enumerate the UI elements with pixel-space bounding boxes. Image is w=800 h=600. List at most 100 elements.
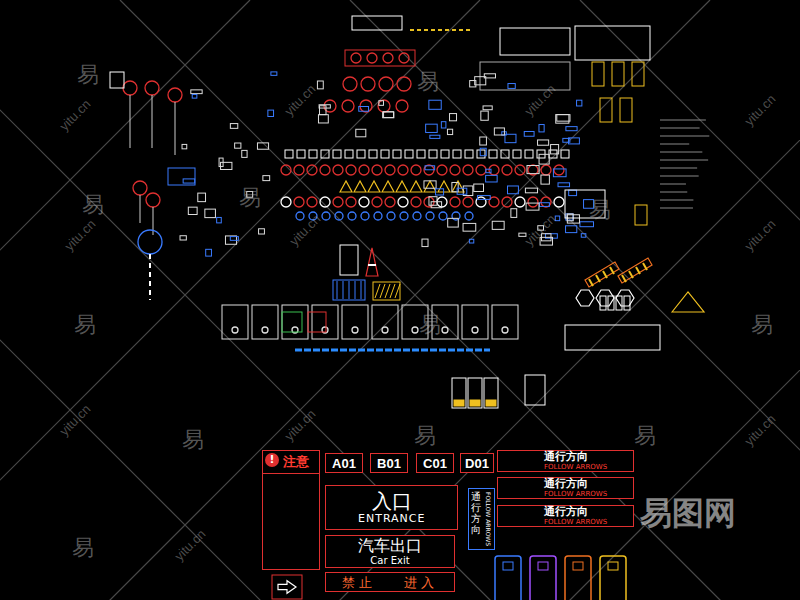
small-symbol: [429, 197, 437, 206]
small-symbol: [271, 72, 277, 75]
sign-outline: [345, 150, 353, 158]
sign-outline: [600, 296, 606, 310]
small-symbol: [477, 196, 490, 200]
sign-outline: [477, 150, 485, 158]
small-symbol: [217, 217, 222, 222]
round-sign: [335, 212, 343, 220]
sign-outline: [620, 98, 632, 122]
hexagon-sign: [596, 290, 614, 306]
small-symbol: [539, 203, 549, 207]
round-sign: [294, 197, 304, 207]
small-symbol: [182, 144, 187, 148]
sign-subtext: 进入: [404, 576, 438, 589]
round-sign: [123, 81, 137, 95]
small-symbol: [526, 203, 539, 210]
small-symbol: [383, 112, 394, 118]
watermark: yitu.cn: [281, 406, 318, 443]
sign-outline: [501, 150, 509, 158]
sign-text: D01: [465, 456, 489, 471]
note-line: [660, 200, 693, 201]
no-entry-band: 禁止进入: [325, 572, 455, 592]
round-sign: [361, 212, 369, 220]
watermark: 易: [417, 67, 439, 97]
small-symbol: [235, 143, 241, 148]
cage-bar: [337, 281, 338, 299]
hatch: [375, 284, 380, 298]
code-box: A01: [325, 453, 363, 473]
small-symbol: [317, 81, 323, 89]
watermark-line: [120, 0, 800, 600]
small-symbol: [480, 137, 487, 145]
round-sign: [515, 165, 525, 175]
sign-text: A01: [332, 456, 356, 471]
round-sign: [320, 165, 330, 175]
small-symbol: [318, 115, 328, 123]
hatch: [390, 284, 395, 298]
barrier-stripe: [629, 271, 633, 278]
round-sign: [342, 100, 354, 112]
sign-outline: [345, 50, 415, 66]
sign-text: 通行方向: [544, 506, 607, 518]
round-sign: [281, 165, 291, 175]
small-symbol: [242, 150, 247, 157]
small-symbol: [191, 90, 202, 94]
watermark: 易: [82, 190, 104, 220]
small-symbol: [230, 124, 237, 129]
small-symbol: [569, 190, 577, 195]
note-line: [660, 152, 702, 153]
small-symbol: [183, 179, 195, 183]
round-sign: [367, 53, 377, 63]
entrance-sign: 入口ENTRANCE: [325, 485, 458, 530]
round-sign: [450, 197, 460, 207]
hexagon-sign: [616, 290, 634, 306]
sign-outline: [297, 150, 305, 158]
bollard-mark: [503, 562, 513, 570]
round-sign: [411, 165, 421, 175]
round-sign: [372, 165, 382, 175]
sign-outline: [309, 150, 317, 158]
pole: [152, 95, 153, 148]
sign-outline: [168, 168, 195, 185]
small-symbol: [481, 111, 488, 120]
barrier-stripe: [610, 267, 614, 274]
panel-dot: [412, 327, 418, 333]
panel-dot: [442, 327, 448, 333]
small-symbol: [507, 186, 518, 194]
small-symbol: [508, 84, 515, 89]
round-sign: [383, 53, 393, 63]
sign-subtext: FOLLOW ARROWS: [544, 519, 607, 526]
round-sign: [397, 77, 411, 91]
watermark: 易: [751, 310, 773, 340]
small-symbol: [494, 128, 504, 135]
shape: [382, 181, 394, 192]
round-sign: [333, 165, 343, 175]
round-sign: [348, 212, 356, 220]
sign-outline: [282, 312, 302, 332]
sign-outline: [484, 378, 498, 408]
direction-sign: 通行方向FOLLOW ARROWS: [497, 505, 634, 527]
sign-text: 通行方向: [471, 491, 481, 535]
note-line: [660, 160, 708, 161]
small-symbol: [259, 229, 265, 234]
sign-text: B01: [377, 456, 401, 471]
watermark: yitu.cn: [171, 526, 208, 563]
small-symbol: [480, 148, 486, 155]
round-sign: [351, 53, 361, 63]
small-symbol: [463, 223, 476, 231]
small-symbol: [527, 166, 539, 174]
watermark-line: [0, 0, 480, 600]
small-symbol: [581, 234, 586, 238]
bollard: [495, 556, 521, 600]
watermark: yitu.cn: [741, 216, 778, 253]
round-sign: [378, 100, 390, 112]
arrow-symbol: [278, 581, 296, 594]
round-sign: [450, 165, 460, 175]
barrier-stripe: [622, 275, 626, 282]
note-line: [660, 192, 687, 193]
note-line: [660, 144, 689, 145]
round-sign: [413, 212, 421, 220]
small-symbol: [557, 115, 570, 122]
sign-outline: [525, 150, 533, 158]
round-sign: [554, 197, 564, 207]
cage-bar: [343, 281, 344, 299]
